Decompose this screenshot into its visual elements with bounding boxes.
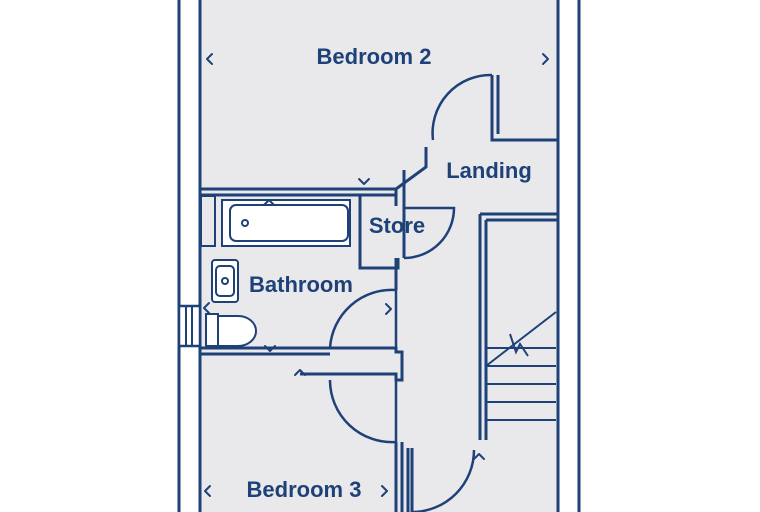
landing-bottom-wall <box>394 442 414 512</box>
bedroom2-door-leaf <box>431 73 493 141</box>
room-label-bedroom-2: Bedroom 2 <box>317 44 432 69</box>
bedroom3-door-leaf <box>328 379 398 444</box>
chevron-right-icon <box>381 485 388 497</box>
bath-side-panel <box>200 195 216 247</box>
bathroom-top-wall <box>200 147 428 191</box>
chevron-up-icon <box>263 199 275 206</box>
chevron-left-icon <box>206 53 213 65</box>
chevron-down-icon <box>358 178 370 185</box>
walls <box>177 0 581 512</box>
bath-tub <box>221 199 351 247</box>
chevron-right-icon <box>385 303 392 315</box>
room-label-store: Store <box>369 213 425 238</box>
toilet <box>205 313 257 347</box>
floor-area <box>200 0 558 512</box>
room-label-landing: Landing <box>446 158 532 183</box>
chevron-down-icon <box>264 345 276 352</box>
stair-wall <box>478 212 558 440</box>
chevron-up-icon <box>473 453 485 460</box>
chevron-left-icon <box>203 302 210 314</box>
chevron-up-icon <box>294 369 306 376</box>
bathroom-bottom-wall <box>200 346 404 382</box>
landing-bottom-door <box>411 449 476 512</box>
chevron-left-icon <box>204 485 211 497</box>
store-door-leaf <box>403 206 456 260</box>
stair-break-line <box>509 333 529 357</box>
bathroom-door-leaf <box>328 288 398 349</box>
chevron-right-icon <box>542 53 549 65</box>
staircase <box>485 311 557 421</box>
room-label-bathroom: Bathroom <box>249 272 353 297</box>
bathroom-window <box>177 304 202 348</box>
landing-wall-top <box>490 75 558 142</box>
room-label-bedroom-3: Bedroom 3 <box>247 477 362 502</box>
dimension-markers <box>203 53 549 497</box>
wash-basin <box>211 259 239 303</box>
